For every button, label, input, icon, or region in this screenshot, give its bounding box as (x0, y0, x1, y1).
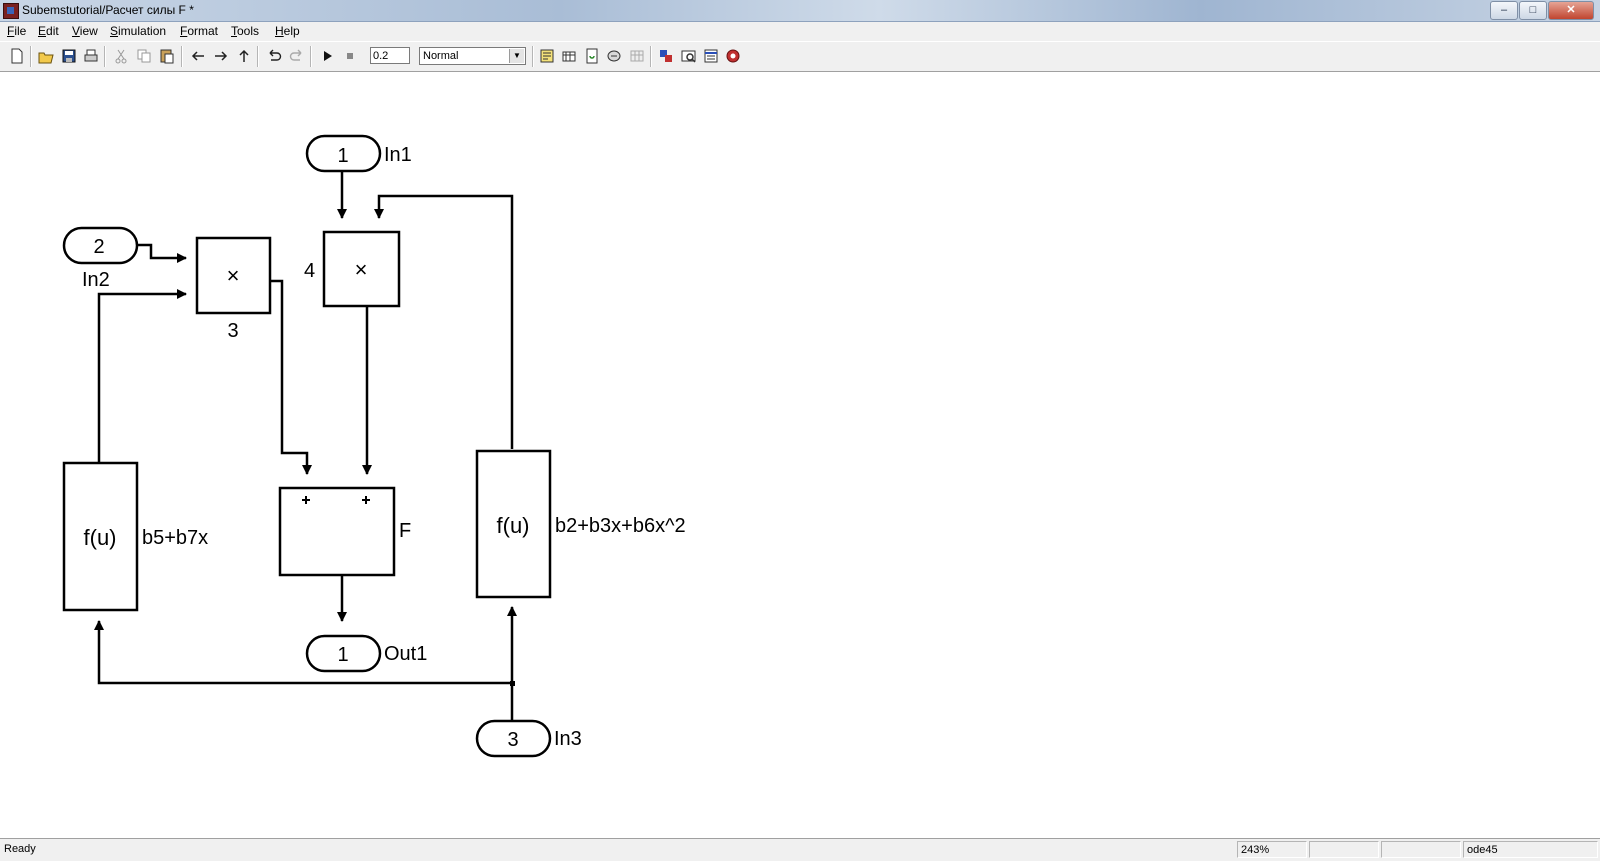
menu-edit[interactable]: Edit (38, 24, 59, 38)
inport-in2-label: In2 (82, 269, 110, 291)
toolbar-separator (104, 46, 106, 67)
menu-view[interactable]: View (72, 24, 98, 38)
stop-time-input[interactable]: 0.2 (370, 47, 410, 64)
fcn-left-symbol: f(u) (84, 525, 117, 550)
product-symbol: × (355, 257, 368, 282)
minimize-button[interactable]: – (1490, 1, 1518, 20)
back-icon[interactable] (189, 47, 207, 65)
fcn-block-left[interactable]: f(u) b5+b7x (62, 461, 208, 612)
menu-format[interactable]: Format (180, 24, 219, 38)
save-icon[interactable] (60, 47, 78, 65)
print-icon[interactable] (82, 47, 100, 65)
cut-icon[interactable] (112, 47, 130, 65)
inport-in3-label: In3 (554, 728, 582, 750)
open-icon[interactable] (37, 47, 55, 65)
status-cell (1309, 841, 1379, 858)
toolbar-separator (30, 46, 32, 67)
block-diagram[interactable]: 1 In1 2 In2 3 In3 1 Out1 × 3 × (0, 72, 1600, 837)
product-block-3[interactable]: × 3 (195, 236, 272, 342)
zoom-level: 243% (1237, 841, 1307, 858)
status-text: Ready (4, 843, 36, 855)
menu-bar: File Edit View Simulation Format Tools H… (0, 22, 1600, 41)
fcn-block-right[interactable]: f(u) b2+b3x+b6x^2 (475, 449, 686, 599)
model-explorer-icon[interactable] (657, 47, 675, 65)
inport-in2[interactable]: 2 In2 (62, 226, 139, 291)
up-icon[interactable] (235, 47, 253, 65)
toolbar: 0.2 Normal ▼ (0, 42, 1600, 72)
signal-line (270, 279, 312, 475)
inport-in3[interactable]: 3 In3 (475, 719, 582, 758)
menu-simulation[interactable]: Simulation (110, 24, 167, 38)
library-browser-icon[interactable] (628, 47, 646, 65)
sum-signs (302, 496, 370, 504)
status-cell (1381, 841, 1461, 858)
fcn-right-symbol: f(u) (497, 513, 530, 538)
solver-name: ode45 (1463, 841, 1598, 858)
simulation-mode-value: Normal (423, 50, 459, 62)
debugger-icon[interactable] (680, 47, 698, 65)
menu-help[interactable]: Help (275, 24, 300, 38)
simulink-app-icon (3, 3, 19, 19)
title-bar: Subemstutorial/Расчет силы F * – □ ✕ (0, 0, 1600, 22)
fcn-right-expression: b2+b3x+b6x^2 (555, 515, 686, 537)
toolbar-separator (532, 46, 534, 67)
toolbar-separator (310, 46, 312, 67)
maximize-button[interactable]: □ (1519, 1, 1547, 20)
paste-icon[interactable] (158, 47, 176, 65)
product-block-3-label: 3 (227, 320, 238, 342)
inport-in2-number: 2 (93, 236, 104, 258)
signal-line (94, 620, 514, 721)
close-button[interactable]: ✕ (1548, 1, 1594, 20)
sample-time-icon[interactable] (702, 47, 720, 65)
build-icon[interactable] (538, 47, 556, 65)
menu-file[interactable]: File (7, 24, 27, 38)
inport-in1-number: 1 (337, 145, 348, 167)
product-block-4[interactable]: × 4 (304, 230, 401, 308)
window-controls: – □ ✕ (1489, 1, 1594, 20)
product-block-4-label: 4 (304, 260, 315, 282)
toolbar-separator (257, 46, 259, 67)
toolbar-separator (181, 46, 183, 67)
simulation-mode-select[interactable]: Normal ▼ (419, 47, 526, 65)
model-canvas[interactable]: 1 In1 2 In2 3 In3 1 Out1 × 3 × (0, 72, 1600, 837)
window-title: Subemstutorial/Расчет силы F * (22, 3, 194, 17)
sum-block-label: F (399, 520, 411, 542)
incremental-build-icon[interactable] (605, 47, 623, 65)
model-advisor-icon[interactable] (724, 47, 742, 65)
toolbar-separator (650, 46, 652, 67)
product-symbol: × (227, 263, 240, 288)
signal-line (137, 243, 187, 263)
branch-point (510, 681, 515, 686)
stop-simulation-icon[interactable] (341, 47, 359, 65)
fcn-left-expression: b5+b7x (142, 527, 208, 549)
inport-in1-label: In1 (384, 144, 412, 166)
new-model-icon[interactable] (8, 47, 26, 65)
outport-out1[interactable]: 1 Out1 (305, 634, 427, 673)
forward-icon[interactable] (212, 47, 230, 65)
chevron-down-icon[interactable]: ▼ (509, 49, 524, 63)
outport-out1-number: 1 (337, 644, 348, 666)
menu-tools[interactable]: Tools (231, 24, 260, 38)
inport-in1[interactable]: 1 In1 (305, 134, 412, 173)
copy-icon[interactable] (135, 47, 153, 65)
undo-icon[interactable] (265, 47, 283, 65)
start-simulation-icon[interactable] (318, 47, 336, 65)
signal-line (374, 194, 514, 449)
refresh-icon[interactable] (583, 47, 601, 65)
outport-out1-label: Out1 (384, 643, 427, 665)
inport-in3-number: 3 (507, 729, 518, 751)
redo-icon[interactable] (288, 47, 306, 65)
signal-line (97, 289, 187, 463)
status-bar: Ready 243% ode45 (0, 838, 1600, 861)
update-diagram-icon[interactable] (560, 47, 578, 65)
sum-block-f[interactable]: F (278, 486, 411, 577)
